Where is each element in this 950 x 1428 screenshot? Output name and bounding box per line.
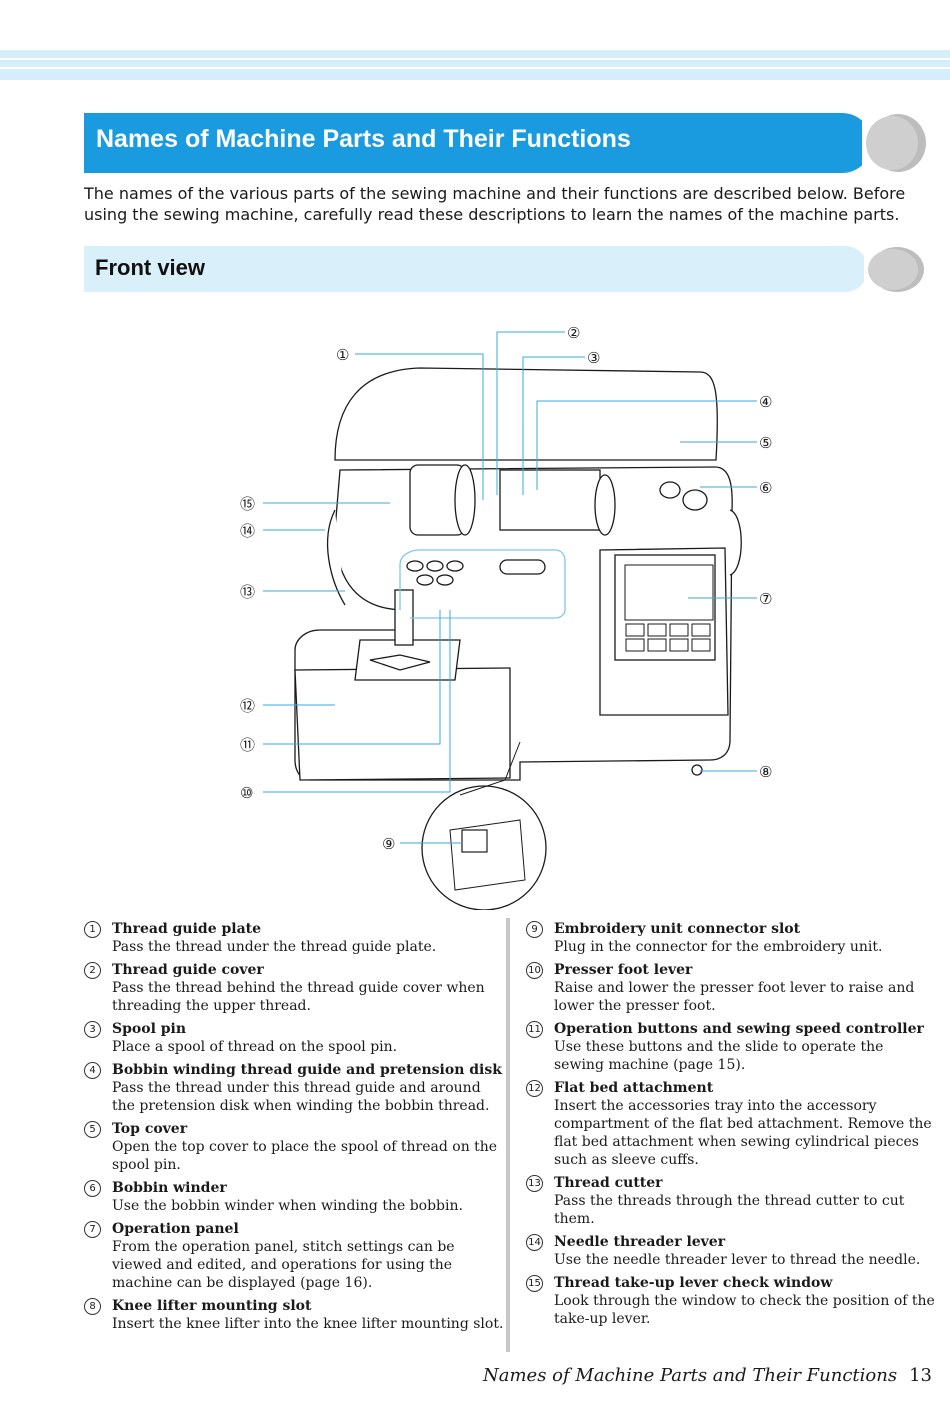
item-name: Operation buttons and sewing speed contr…: [554, 1021, 924, 1037]
item-number: 3: [84, 1021, 101, 1038]
item-name: Bobbin winder: [112, 1180, 227, 1196]
item-number: 12: [526, 1080, 543, 1097]
item-name: Flat bed attachment: [554, 1080, 714, 1096]
item-desc: Place a spool of thread on the spool pin…: [112, 1039, 398, 1055]
item-desc: From the operation panel, stitch setting…: [112, 1239, 455, 1291]
item-name: Thread guide plate: [112, 921, 262, 937]
callout-4: ④: [759, 393, 772, 411]
item-name: Spool pin: [112, 1021, 187, 1037]
item-name: Bobbin winding thread guide and pretensi…: [112, 1062, 502, 1078]
callout-14: ⑭: [240, 522, 255, 540]
page-title-bar: Names of Machine Parts and Their Functio…: [84, 113, 872, 173]
item-number: 7: [84, 1221, 101, 1238]
page-footer: Names of Machine Parts and Their Functio…: [483, 1365, 932, 1386]
item-number: 9: [526, 921, 543, 938]
item-desc: Use these buttons and the slide to opera…: [554, 1039, 884, 1073]
item-name: Top cover: [112, 1121, 188, 1137]
item-name: Needle threader lever: [554, 1234, 726, 1250]
sewing-machine-illustration: ① ② ③ ④ ⑤ ⑥ ⑦ ⑧ ⑨ ⑩ ⑪ ⑫ ⑬ ⑭ ⑮: [240, 324, 772, 910]
item-number: 11: [526, 1021, 543, 1038]
item-desc: Open the top cover to place the spool of…: [112, 1139, 498, 1173]
column-divider: [506, 918, 510, 1352]
item-number: 15: [526, 1275, 543, 1292]
callout-7: ⑦: [759, 590, 772, 608]
list-item: 4 Bobbin winding thread guide and pretens…: [84, 1061, 504, 1115]
item-desc: Pass the thread behind the thread guide …: [112, 980, 485, 1014]
item-number: 1: [84, 921, 101, 938]
item-name: Thread take-up lever check window: [554, 1275, 833, 1291]
item-desc: Look through the window to check the pos…: [554, 1293, 935, 1327]
item-name: Embroidery unit connector slot: [554, 921, 801, 937]
item-desc: Pass the threads through the thread cutt…: [554, 1193, 905, 1227]
callout-10: ⑩: [240, 784, 253, 802]
item-name: Operation panel: [112, 1221, 239, 1237]
item-number: 13: [526, 1175, 543, 1192]
callout-13: ⑬: [240, 583, 255, 601]
callout-8: ⑧: [759, 763, 772, 781]
callout-12: ⑫: [240, 697, 255, 715]
top-decorative-band: [0, 50, 950, 80]
item-number: 6: [84, 1180, 101, 1197]
intro-text: The names of the various parts of the se…: [84, 184, 906, 224]
item-number: 2: [84, 962, 101, 979]
callout-6: ⑥: [759, 479, 772, 497]
item-desc: Raise and lower the presser foot lever t…: [554, 980, 915, 1014]
item-name: Thread cutter: [554, 1175, 663, 1191]
list-item: 11 Operation buttons and sewing speed con…: [526, 1020, 936, 1074]
item-desc: Use the bobbin winder when winding the b…: [112, 1198, 463, 1214]
callout-1: ①: [336, 346, 349, 364]
callout-3: ③: [587, 349, 600, 367]
item-desc: Pass the thread under this thread guide …: [112, 1080, 490, 1114]
section-title-bar: Front view: [84, 246, 868, 292]
item-number: 14: [526, 1234, 543, 1251]
item-desc: Insert the knee lifter into the knee lif…: [112, 1316, 504, 1332]
callout-2: ②: [567, 324, 580, 342]
item-number: 10: [526, 962, 543, 979]
section-title: Front view: [95, 255, 206, 280]
item-number: 8: [84, 1298, 101, 1315]
item-desc: Insert the accessories tray into the acc…: [554, 1098, 932, 1168]
callout-11: ⑪: [240, 736, 255, 754]
item-name: Knee lifter mounting slot: [112, 1298, 312, 1314]
item-desc: Plug in the connector for the embroidery…: [554, 939, 883, 955]
item-name: Presser foot lever: [554, 962, 693, 978]
callout-5: ⑤: [759, 434, 772, 452]
item-desc: Pass the thread under the thread guide p…: [112, 939, 437, 955]
callout-9: ⑨: [382, 835, 395, 853]
item-number: 5: [84, 1121, 101, 1138]
item-desc: Use the needle threader lever to thread …: [554, 1252, 921, 1268]
page-number: 13: [909, 1365, 932, 1386]
item-number: 4: [84, 1062, 101, 1079]
footer-title: Names of Machine Parts and Their Functio…: [483, 1365, 898, 1386]
page-title: Names of Machine Parts and Their Functio…: [96, 125, 631, 153]
item-name: Thread guide cover: [112, 962, 264, 978]
callout-15: ⑮: [240, 495, 255, 513]
